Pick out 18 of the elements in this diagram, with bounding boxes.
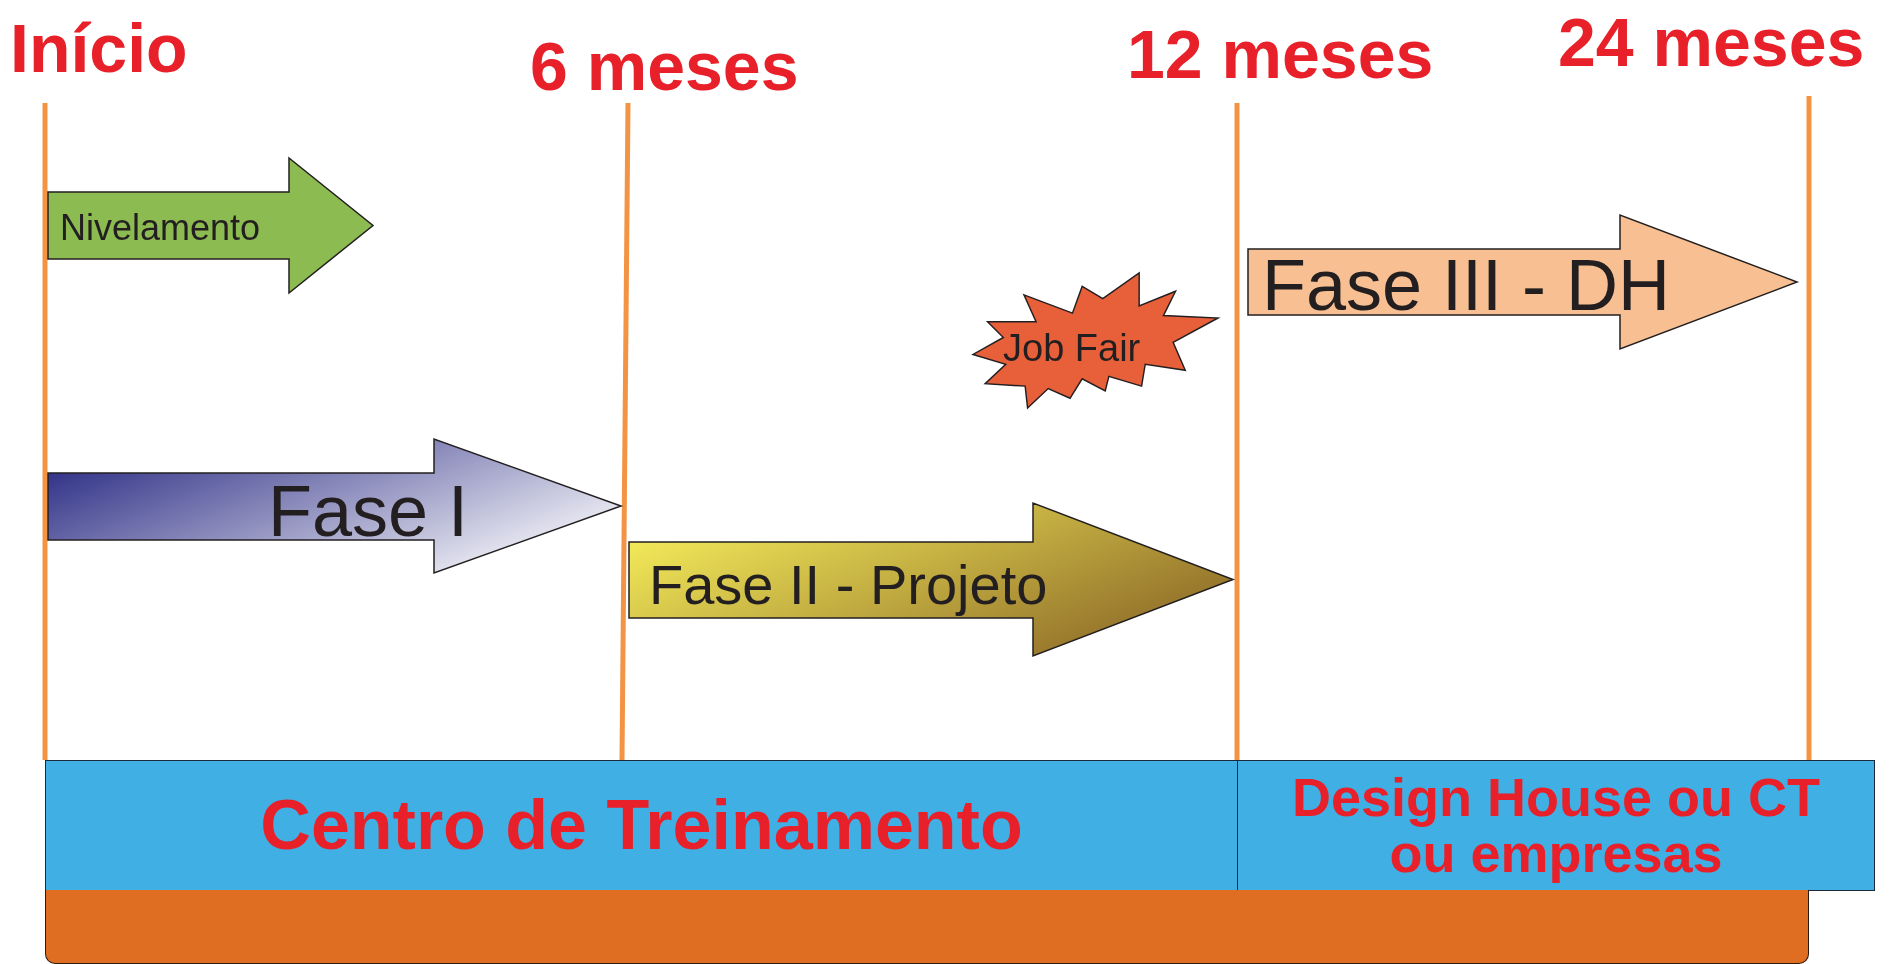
milestone-label: 12 meses <box>1127 20 1434 88</box>
starburst-shape <box>973 273 1218 408</box>
stage-label: Centro de Treinamento <box>260 789 1023 862</box>
base-bar <box>45 890 1809 964</box>
stage-band <box>45 760 1238 891</box>
phase-arrow <box>1248 215 1797 349</box>
milestone-label: 24 meses <box>1558 8 1865 76</box>
phase-arrow <box>48 158 373 293</box>
event-label: Job Fair <box>1003 329 1141 367</box>
phase-arrow <box>629 503 1233 656</box>
phase-label: Fase I <box>268 475 469 547</box>
phase-label: Fase III - DH <box>1262 249 1671 321</box>
phase-label: Nivelamento <box>60 210 261 246</box>
milestone-label: 6 meses <box>530 32 799 100</box>
milestone-label: Início <box>10 14 188 82</box>
stage-label: Design House ou CT ou empresas <box>1291 770 1821 881</box>
stage-band <box>1237 760 1875 891</box>
phase-arrow <box>48 439 621 573</box>
